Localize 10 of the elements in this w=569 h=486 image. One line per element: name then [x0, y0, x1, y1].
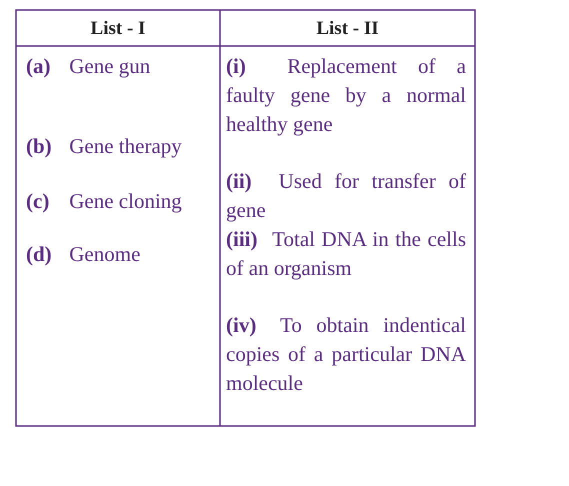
list-item: (d) Genome — [26, 241, 142, 268]
list-item: (iv) To obtain indentical copies of a particular DNA molecule — [226, 312, 466, 397]
list-item: (i) Replacement of a faulty gene by a normal healthy gene — [226, 53, 466, 138]
column-header: List - II — [315, 17, 380, 41]
column-header: List - I — [90, 17, 146, 41]
list-item: (ii) Used for transfer of gene — [226, 168, 466, 224]
list-item: (b) Gene therapy — [26, 133, 183, 160]
list-item: (a) Gene gun — [26, 53, 152, 80]
list-item: (c) Gene cloning — [26, 188, 183, 215]
list-item: (iii) Total DNA in the cells of an organism — [226, 226, 466, 282]
